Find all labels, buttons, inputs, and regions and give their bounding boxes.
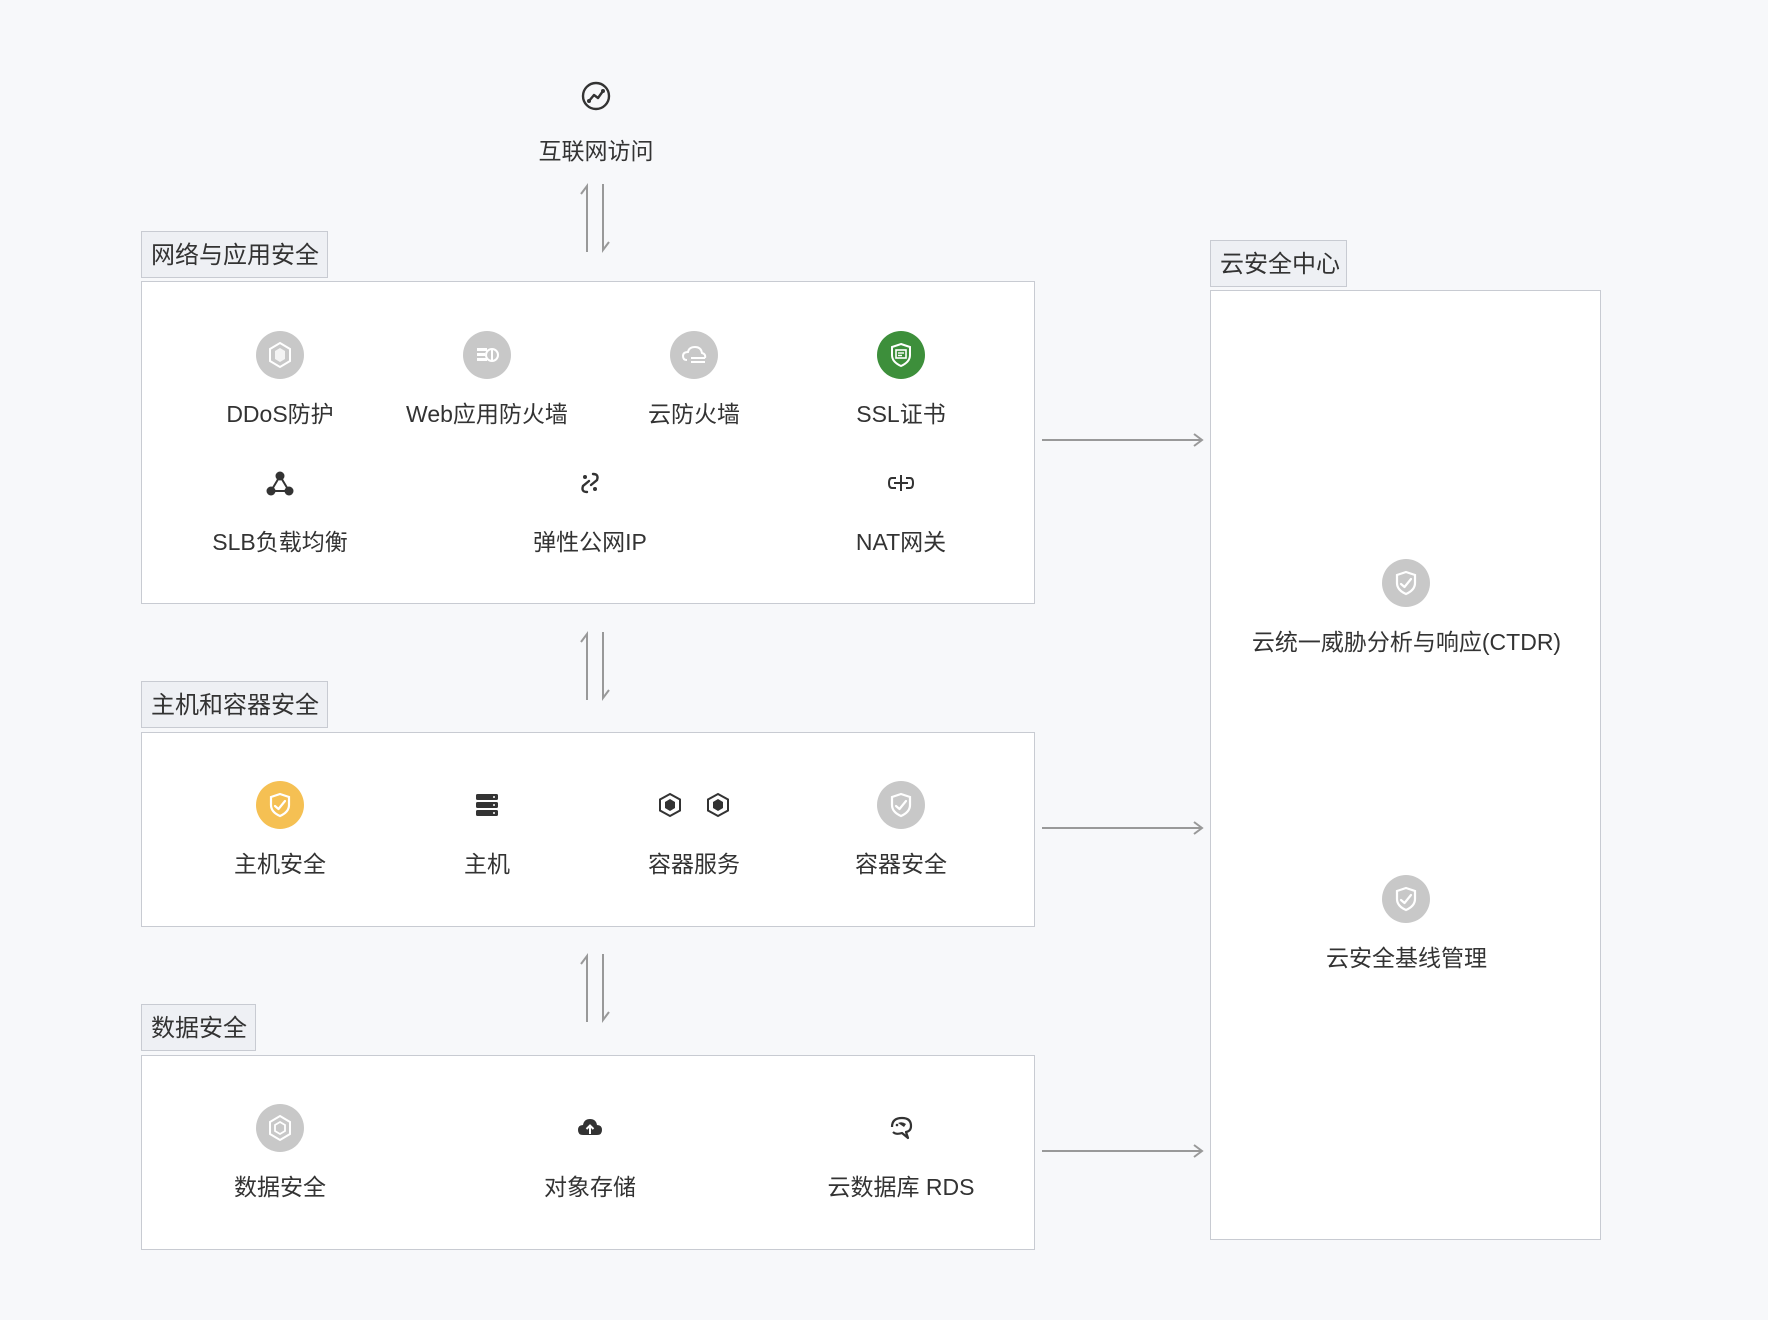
hexagon-shield-icon [256, 331, 304, 379]
item-ctdr[interactable]: 云统一威胁分析与响应(CTDR) [1211, 559, 1602, 679]
arrow-data-to-center [1042, 1144, 1204, 1158]
firewall-icon [463, 331, 511, 379]
item-label: 主机 [464, 851, 510, 877]
shield-check-icon [1382, 559, 1430, 607]
item-label: 云防火墙 [648, 401, 740, 427]
section-title-network: 网络与应用安全 [141, 231, 328, 278]
server-icon [463, 781, 511, 829]
bidirectional-arrow [580, 183, 610, 253]
section-data-box: 数据安全 对象存储 云数据库 RDS [141, 1055, 1035, 1250]
gateway-icon [877, 459, 925, 507]
item-label: NAT网关 [855, 529, 947, 555]
bidirectional-arrow [580, 631, 610, 701]
item-ssl[interactable]: SSL证书 [791, 331, 1011, 451]
item-cloud-firewall[interactable]: 云防火墙 [584, 331, 804, 451]
shield-check-icon [877, 781, 925, 829]
item-container-service[interactable]: 容器服务 [584, 781, 804, 901]
item-label: 数据安全 [234, 1174, 326, 1200]
cloud-upload-icon [566, 1104, 614, 1152]
link-icon [566, 459, 614, 507]
item-eip[interactable]: 弹性公网IP [480, 459, 700, 579]
cloud-firewall-icon [670, 331, 718, 379]
item-host-security[interactable]: 主机安全 [170, 781, 390, 901]
item-label: 容器安全 [855, 851, 947, 877]
item-label: Web应用防火墙 [406, 401, 568, 427]
section-title-host: 主机和容器安全 [141, 681, 328, 728]
hexagon-shield-icon [256, 1104, 304, 1152]
item-label: 主机安全 [234, 851, 326, 877]
item-label: 云数据库 RDS [827, 1174, 975, 1200]
item-label: 云统一威胁分析与响应(CTDR) [1251, 629, 1562, 655]
item-host[interactable]: 主机 [377, 781, 597, 901]
arrow-host-to-center [1042, 821, 1204, 835]
section-title-data: 数据安全 [141, 1004, 256, 1051]
internet-access-node: 互联网访问 [486, 72, 706, 172]
arrow-network-to-center [1042, 433, 1204, 447]
globe-icon [580, 80, 612, 112]
item-label: 云安全基线管理 [1326, 945, 1487, 971]
container-icon [644, 781, 744, 829]
item-data-security[interactable]: 数据安全 [170, 1104, 390, 1224]
certificate-shield-icon [877, 331, 925, 379]
bidirectional-arrow [580, 953, 610, 1023]
section-host-box: 主机安全 主机 容器服务 容器安全 [141, 732, 1035, 927]
section-network-box: DDoS防护 Web应用防火墙 云防火墙 SSL证书 SLB负载均衡 [141, 281, 1035, 604]
load-balancer-icon [256, 459, 304, 507]
internet-access-label: 互联网访问 [538, 138, 654, 164]
section-center-box: 云统一威胁分析与响应(CTDR) 云安全基线管理 [1210, 290, 1601, 1240]
item-label: 容器服务 [648, 851, 740, 877]
item-ddos[interactable]: DDoS防护 [170, 331, 390, 451]
item-label: SLB负载均衡 [212, 529, 348, 555]
shield-check-icon [1382, 875, 1430, 923]
item-label: 弹性公网IP [533, 529, 647, 555]
section-title-center: 云安全中心 [1210, 240, 1347, 287]
item-slb[interactable]: SLB负载均衡 [170, 459, 390, 579]
item-label: DDoS防护 [226, 401, 334, 427]
item-label: SSL证书 [856, 401, 946, 427]
item-label: 对象存储 [544, 1174, 636, 1200]
item-baseline[interactable]: 云安全基线管理 [1211, 875, 1602, 995]
item-object-storage[interactable]: 对象存储 [480, 1104, 700, 1224]
shield-check-icon [256, 781, 304, 829]
item-waf[interactable]: Web应用防火墙 [377, 331, 597, 451]
database-dolphin-icon [877, 1104, 925, 1152]
item-nat[interactable]: NAT网关 [791, 459, 1011, 579]
item-container-security[interactable]: 容器安全 [791, 781, 1011, 901]
item-rds[interactable]: 云数据库 RDS [791, 1104, 1011, 1224]
